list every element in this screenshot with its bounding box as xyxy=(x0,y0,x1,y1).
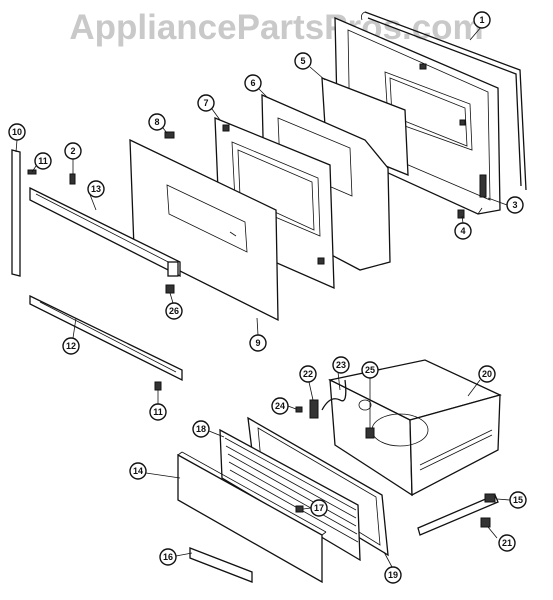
svg-text:9: 9 xyxy=(255,338,260,348)
svg-text:21: 21 xyxy=(502,538,512,548)
callout-6: 6 xyxy=(244,74,262,92)
svg-text:22: 22 xyxy=(303,369,313,379)
svg-text:8: 8 xyxy=(154,117,159,127)
svg-text:2: 2 xyxy=(70,146,75,156)
callout-23: 23 xyxy=(332,356,350,374)
callout-14: 14 xyxy=(129,462,147,480)
drawer-insulation xyxy=(219,428,361,562)
callout-20: 20 xyxy=(478,365,496,383)
svg-text:4: 4 xyxy=(460,226,465,236)
callout-2: 2 xyxy=(64,142,82,160)
svg-text:18: 18 xyxy=(196,424,206,434)
svg-text:7: 7 xyxy=(203,98,208,108)
callout-8: 8 xyxy=(148,113,166,131)
callout-1: 1 xyxy=(473,11,491,29)
svg-text:24: 24 xyxy=(275,401,285,411)
callout-24: 24 xyxy=(271,397,289,415)
callout-17: 17 xyxy=(310,499,328,517)
svg-text:11: 11 xyxy=(38,156,48,166)
drawer-switch xyxy=(309,399,319,419)
callout-26: 26 xyxy=(165,302,183,320)
drawer-body xyxy=(328,359,502,497)
callout-10: 10 xyxy=(8,123,26,141)
svg-text:3: 3 xyxy=(512,200,517,210)
callout-22: 22 xyxy=(299,365,317,383)
callout-16: 16 xyxy=(159,548,177,566)
callout-4: 4 xyxy=(454,222,472,240)
svg-text:12: 12 xyxy=(66,341,76,351)
drawer-slide xyxy=(417,493,499,536)
clip-26 xyxy=(165,284,175,294)
callout-15: 15 xyxy=(509,491,527,509)
drawer-bracket xyxy=(365,427,375,439)
callout-21: 21 xyxy=(498,534,516,552)
callout-13: 13 xyxy=(87,180,105,198)
svg-text:1: 1 xyxy=(479,15,484,25)
svg-text:14: 14 xyxy=(133,466,143,476)
svg-text:16: 16 xyxy=(163,552,173,562)
callout-7: 7 xyxy=(197,94,215,112)
drawer-front-panel xyxy=(177,451,327,584)
svg-text:20: 20 xyxy=(482,369,492,379)
callout-18: 18 xyxy=(192,420,210,438)
svg-text:19: 19 xyxy=(388,570,398,580)
watermark: AppliancePartsPros.com xyxy=(69,8,484,47)
svg-text:25: 25 xyxy=(365,365,375,375)
door-gasket xyxy=(361,11,527,191)
svg-text:6: 6 xyxy=(250,78,255,88)
drawer-slide-clip xyxy=(480,517,491,528)
drawer-screw xyxy=(295,406,303,413)
screw-11-lower xyxy=(154,381,162,391)
clip-8 xyxy=(164,131,175,139)
svg-text:26: 26 xyxy=(169,306,179,316)
lower-trim xyxy=(29,294,183,382)
callout-11-upper: 11 xyxy=(34,152,52,170)
callout-11-lower: 11 xyxy=(149,403,167,421)
svg-text:15: 15 xyxy=(513,495,523,505)
svg-text:5: 5 xyxy=(300,56,305,66)
callout-3: 3 xyxy=(506,196,524,214)
door-handle xyxy=(29,186,181,278)
screw-17 xyxy=(295,505,304,513)
svg-text:17: 17 xyxy=(314,503,324,513)
clip-4 xyxy=(457,209,465,219)
drawer-wire xyxy=(321,379,347,411)
svg-text:23: 23 xyxy=(336,360,346,370)
callout-9: 9 xyxy=(249,334,267,352)
callout-19: 19 xyxy=(384,566,402,584)
svg-text:10: 10 xyxy=(12,127,22,137)
screw-2 xyxy=(69,173,76,185)
door-outer-panel xyxy=(129,138,279,322)
drawer-handle xyxy=(189,547,253,583)
callout-12: 12 xyxy=(62,337,80,355)
callout-25: 25 xyxy=(361,361,379,379)
svg-text:13: 13 xyxy=(91,184,101,194)
door-glass xyxy=(321,77,409,176)
side-trim xyxy=(11,149,21,277)
callout-5: 5 xyxy=(294,52,312,70)
svg-text:11: 11 xyxy=(153,407,163,417)
